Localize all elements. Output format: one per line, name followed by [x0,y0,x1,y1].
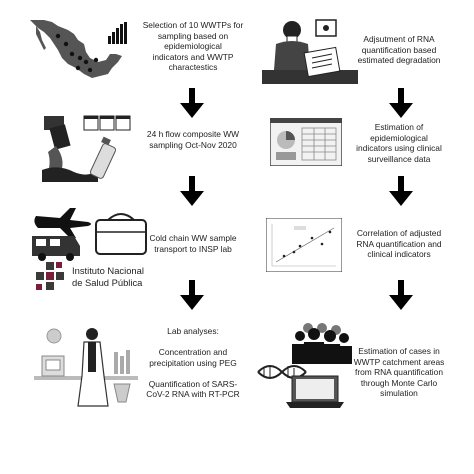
step-text-right-2: Estimation of epidemiological indicators… [356,122,442,164]
step-text-left-3: Cold chain WW sample transport to INSP l… [149,233,237,254]
mexico-map-icon [28,14,130,86]
down-arrow-icon [389,88,413,118]
step-text-right-4: Estimation of cases in WWTP catchment ar… [353,346,445,398]
down-arrow-icon [180,176,204,206]
wastewater-sampling-icon [38,112,138,186]
dashboard-icon [270,118,342,166]
down-arrow-icon [389,280,413,310]
researcher-desk-icon [262,14,358,84]
step-text-left-4: Lab analyses: Concentration and precipit… [146,326,240,399]
institute-name-line2: de Salud Pública [72,277,143,288]
step-text-left-1: Selection of 10 WWTPs for sampling based… [142,20,244,72]
insp-logo [36,262,70,290]
step-text-right-1: Adjsutment of RNA quantification based e… [357,34,441,65]
down-arrow-icon [180,280,204,310]
laboratory-icon [34,322,138,408]
down-arrow-icon [180,88,204,118]
transport-icon [30,206,150,262]
scatter-plot-icon [266,218,342,272]
down-arrow-icon [389,176,413,206]
step-text-right-3: Correlation of adjusted RNA quantificati… [356,228,442,259]
population-dna-laptop-icon [252,318,356,408]
institute-name-line1: Instituto Nacional [72,265,144,276]
step-text-left-2: 24 h flow composite WW sampling Oct-Nov … [146,129,240,150]
